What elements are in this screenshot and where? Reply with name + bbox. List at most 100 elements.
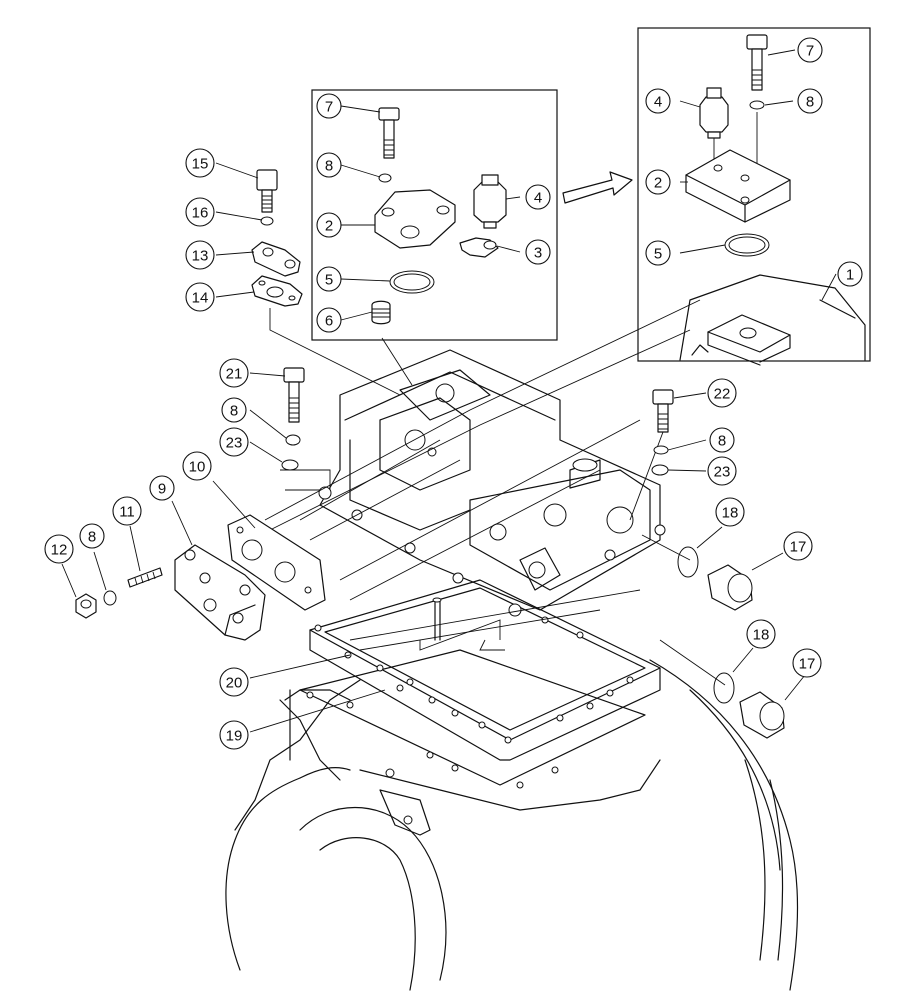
seal-washer-left [281, 459, 299, 471]
inset-right-o-ring-inner [728, 236, 766, 254]
callout-4-inset-center: 4 [525, 184, 551, 210]
callout-8-left: 8 [221, 397, 247, 423]
side-cover [174, 544, 266, 641]
washer-side [103, 590, 117, 606]
transmission-housing-outline [225, 659, 799, 991]
arrow-right-icon [562, 171, 633, 204]
svg-text:12: 12 [51, 542, 68, 559]
callout-22: 22 [707, 378, 737, 408]
svg-text:19: 19 [226, 728, 243, 745]
callout-20: 20 [219, 667, 249, 697]
washer-left [285, 434, 301, 446]
svg-text:4: 4 [654, 94, 662, 111]
side-cover-gasket [227, 514, 326, 611]
inset-center-washer [378, 173, 392, 183]
callout-4-inset-right: 4 [645, 88, 671, 114]
svg-text:8: 8 [806, 94, 814, 111]
inset-center-bolt [378, 107, 400, 159]
cover-plate-gasket [251, 275, 303, 307]
inset-center-o-ring-inner [393, 273, 431, 291]
bolt-long-left [283, 367, 305, 423]
oil-pan [299, 579, 661, 789]
bolt-long-right [652, 389, 674, 433]
svg-text:8: 8 [718, 433, 726, 450]
callout-15: 15 [185, 148, 215, 178]
inset-frame-center [311, 89, 558, 341]
svg-text:8: 8 [230, 403, 238, 420]
callout-23-left: 23 [219, 427, 249, 457]
callouts: 7 8 4 2 3 5 6 7 4 8 2 5 1 15 16 13 14 21… [44, 37, 863, 750]
svg-text:20: 20 [226, 675, 243, 692]
svg-text:2: 2 [654, 175, 662, 192]
inset-center-elbow-fitting [459, 237, 499, 258]
plug-axis-line [641, 534, 726, 686]
callout-12: 12 [44, 534, 74, 564]
assembly-line-14 [269, 308, 401, 396]
callout-17-lower: 17 [792, 648, 822, 678]
callout-8-inset-right: 8 [797, 88, 823, 114]
svg-text:2: 2 [325, 218, 333, 235]
inset-center-relief-valve [473, 174, 507, 229]
svg-text:7: 7 [325, 99, 333, 116]
svg-text:11: 11 [119, 504, 135, 521]
svg-text:3: 3 [534, 245, 542, 262]
inset-frame-right [637, 27, 871, 362]
inset-right-case-detail [679, 274, 866, 366]
nut [75, 593, 97, 619]
callout-21: 21 [219, 358, 249, 388]
callout-16: 16 [185, 197, 215, 227]
seal-washer-right [651, 464, 669, 476]
svg-text:13: 13 [192, 248, 209, 265]
transmission-case [264, 299, 701, 651]
callout-9: 9 [149, 475, 175, 501]
svg-text:8: 8 [325, 158, 333, 175]
inset-center-spring [371, 300, 391, 325]
inset-right-valve-block [685, 149, 791, 223]
inset-center-valve-body [374, 189, 456, 249]
svg-text:15: 15 [192, 156, 209, 173]
svg-text:9: 9 [158, 481, 166, 498]
bolt-small [256, 169, 278, 213]
svg-text:6: 6 [325, 313, 333, 330]
svg-text:10: 10 [189, 459, 206, 476]
svg-text:14: 14 [192, 290, 209, 307]
svg-text:23: 23 [226, 435, 243, 452]
callout-8-side: 8 [79, 523, 105, 549]
svg-text:8: 8 [88, 529, 96, 546]
callout-11: 11 [112, 496, 142, 526]
svg-text:18: 18 [722, 505, 739, 522]
svg-text:21: 21 [226, 366, 243, 383]
inset-right-bolt [746, 34, 768, 91]
svg-text:16: 16 [192, 205, 209, 222]
callout-10: 10 [182, 451, 212, 481]
svg-text:5: 5 [654, 246, 662, 263]
svg-text:23: 23 [714, 464, 731, 481]
washer-small [260, 216, 274, 226]
cover-plate [251, 241, 301, 277]
callout-5-inset-right: 5 [645, 240, 671, 266]
svg-text:17: 17 [799, 656, 816, 673]
callout-6-inset-center: 6 [316, 307, 342, 333]
svg-text:18: 18 [753, 627, 770, 644]
washer-right [653, 445, 669, 455]
stud-bolt [127, 567, 163, 588]
callout-3-inset-center: 3 [525, 239, 551, 265]
leader-lines [61, 49, 837, 733]
callout-17-upper: 17 [783, 531, 813, 561]
inset-right-washer [749, 100, 765, 110]
callout-23-right: 23 [707, 456, 737, 486]
svg-text:7: 7 [806, 43, 814, 60]
o-ring-lower [713, 672, 735, 704]
drain-plug-lower [739, 691, 785, 739]
svg-text:17: 17 [790, 539, 807, 556]
callout-14: 14 [185, 282, 215, 312]
callout-1-inset-right: 1 [837, 261, 863, 287]
callout-8-right: 8 [709, 427, 735, 453]
o-ring-upper [677, 546, 699, 578]
callout-13: 13 [185, 240, 215, 270]
inset-right-relief-valve [699, 87, 729, 139]
svg-text:5: 5 [325, 272, 333, 289]
callout-18-lower: 18 [746, 619, 776, 649]
callout-8-inset-center: 8 [316, 152, 342, 178]
svg-text:22: 22 [714, 386, 731, 403]
